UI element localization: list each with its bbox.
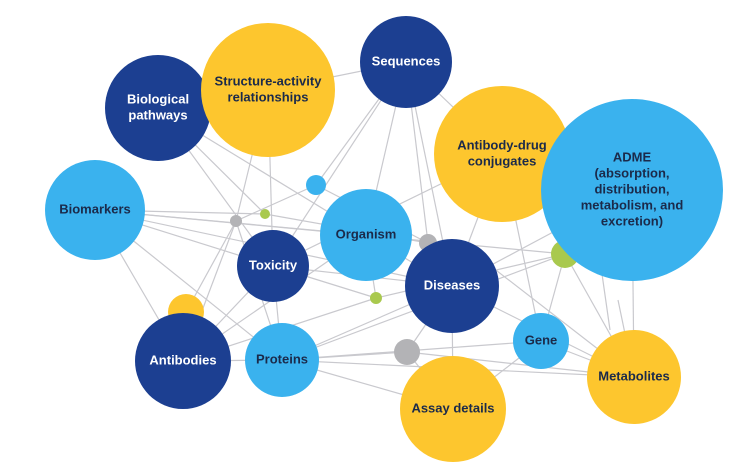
connector-dot [260,209,270,219]
node-label: (absorption, [594,165,669,180]
node-label: Gene [525,332,558,347]
node-circle [135,313,231,409]
node-label: Antibodies [149,352,216,367]
node-label: ADME [613,149,652,164]
nodes-layer: SequencesBiologicalpathwaysStructure-act… [45,16,723,462]
node-label: Assay details [411,400,494,415]
node-biomarkers: Biomarkers [45,160,145,260]
node-circle [237,230,309,302]
node-toxicity: Toxicity [237,230,309,302]
node-circle [541,99,723,281]
node-label: Diseases [424,277,480,292]
node-label: pathways [128,107,187,122]
node-circle [513,313,569,369]
node-circle [105,55,211,161]
node-label: relationships [228,89,309,104]
node-gene: Gene [513,313,569,369]
node-label: excretion) [601,213,663,228]
connector-dot [306,175,326,195]
node-organism: Organism [320,189,412,281]
node-label: Organism [336,226,397,241]
node-label: conjugates [468,153,537,168]
node-circle [320,189,412,281]
node-circle [360,16,452,108]
node-label: Antibody-drug [457,137,547,152]
node-circle [400,356,506,462]
connector-dot [394,339,420,365]
node-label: Biomarkers [59,201,131,216]
node-label: distribution, [594,181,669,196]
node-metabolites: Metabolites [587,330,681,424]
node-assay-details: Assay details [400,356,506,462]
node-circle [45,160,145,260]
node-circle [405,239,499,333]
node-circle [587,330,681,424]
node-label: Metabolites [598,368,670,383]
node-adme: ADME(absorption,distribution,metabolism,… [541,99,723,281]
node-circle [201,23,335,157]
node-sequences: Sequences [360,16,452,108]
node-antibodies: Antibodies [135,313,231,409]
node-label: Toxicity [249,257,298,272]
node-circle [245,323,319,397]
node-label: Sequences [372,53,441,68]
connector-dot [370,292,382,304]
node-diseases: Diseases [405,239,499,333]
node-label: Proteins [256,351,308,366]
edge-line [235,184,317,222]
node-proteins: Proteins [245,323,319,397]
node-label: Structure-activity [215,73,323,88]
node-circle [434,86,570,222]
connector-dot [230,215,242,227]
node-label: Biological [127,91,189,106]
node-label: metabolism, and [581,197,684,212]
